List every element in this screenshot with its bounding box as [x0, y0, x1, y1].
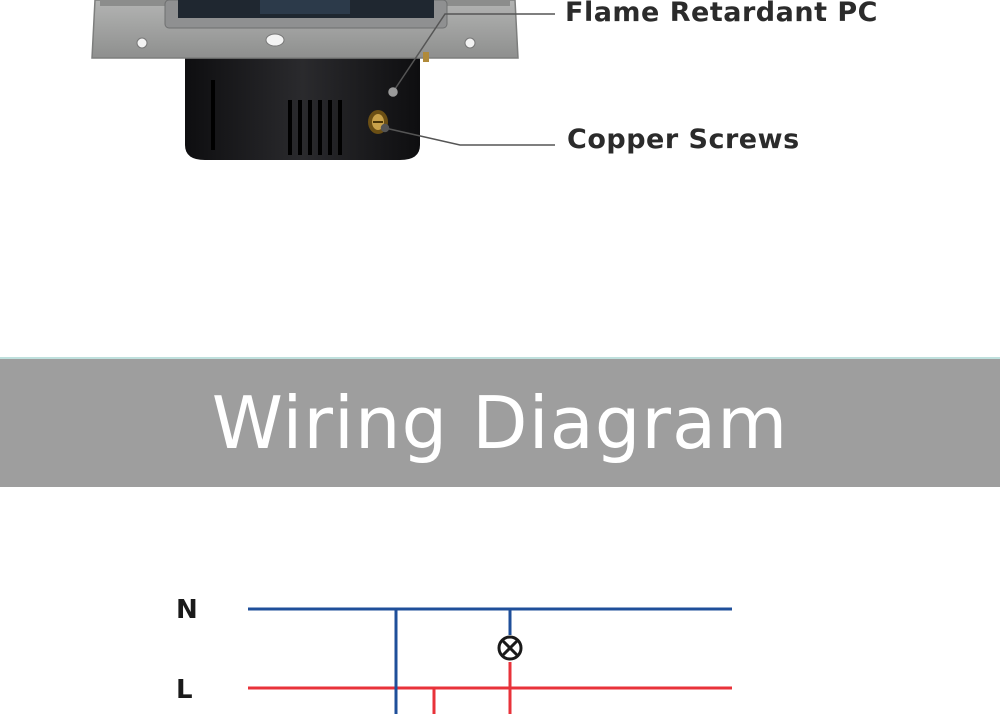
switch-back-body [185, 58, 420, 160]
callout-leaders [380, 13, 555, 146]
section-divider [0, 357, 1000, 359]
flame-leader-line [392, 13, 555, 93]
plate-hole [464, 37, 476, 49]
lamp-symbol-icon [497, 635, 523, 661]
body-vents [211, 80, 342, 155]
copper-terminal-pin [423, 52, 429, 62]
plate-slot [265, 33, 285, 47]
wiring-diagram: N L [0, 487, 1000, 714]
live-label: L [176, 675, 193, 705]
switch-product-image [91, 0, 555, 160]
copper-screws-label: Copper Screws [567, 124, 800, 155]
plate-hole [136, 37, 148, 49]
flame-retardant-label: Flame Retardant PC [565, 0, 878, 28]
section-banner: Wiring Diagram [0, 359, 1000, 487]
banner-title: Wiring Diagram [211, 381, 789, 465]
neutral-label: N [176, 595, 198, 625]
copper-leader-line [384, 127, 555, 146]
wiring-schematic [248, 607, 732, 714]
product-illustration: Flame Retardant PC Copper Screws [91, 0, 878, 160]
